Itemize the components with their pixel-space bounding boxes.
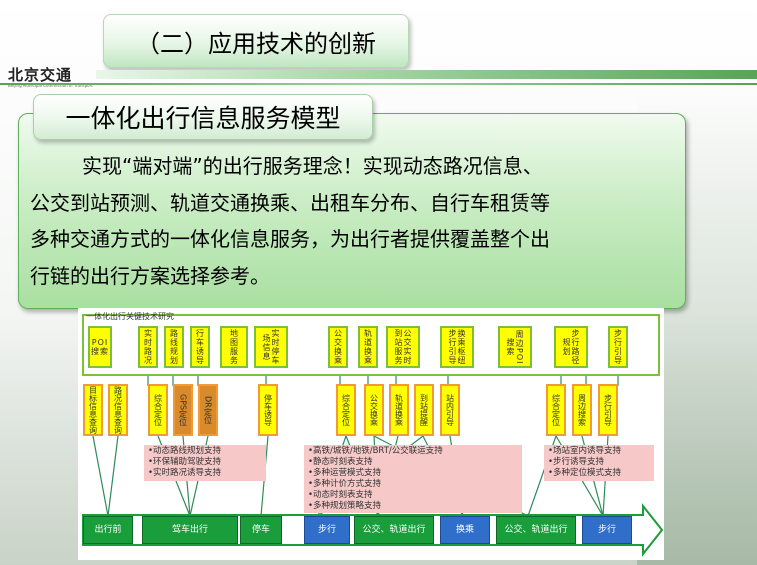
bus-transfer-mid-box: 公交换乘 — [364, 384, 384, 436]
paragraph-line: 多种交通方式的一体化信息服务，为出行者提供覆盖整个出 — [30, 227, 550, 251]
driving-stage: 驾车出行 — [142, 516, 238, 544]
walking-route-box: 步行路径规划 — [554, 326, 588, 368]
support-item: •环保辅助驾驶支持 — [148, 457, 222, 467]
header-divider — [96, 70, 757, 79]
walking-guide-box: 步行引导 — [608, 326, 628, 368]
description-paragraph: 实现“端对端”的出行服务理念！实现动态路况信息、 公交到站预测、轨道交通换乘、出… — [30, 148, 680, 294]
hub-walking-box: 换乘枢纽步行引导 — [440, 326, 474, 368]
support-item: •多种计价方式支持 — [308, 479, 382, 489]
section-title: （二）应用技术的创新 — [103, 14, 409, 68]
pre-trip-stage: 出行前 — [83, 516, 133, 544]
dr-positioning-box: DR定位 — [198, 384, 218, 436]
walking-stage: 步行 — [304, 516, 350, 544]
support-item: •多种运营模式支持 — [308, 468, 382, 478]
transit-support-list: •高铁/城铁/地铁/BRT/公交联运支持 •静态时刻表支持 •多种运营模式支持 … — [304, 445, 522, 513]
header-rule — [0, 83, 757, 85]
parking-stage: 停车 — [240, 516, 282, 544]
map-service-box: 地图服务 — [220, 326, 248, 368]
support-item: •实时路况诱导支持 — [148, 468, 222, 478]
support-item: •场站室内诱导支持 — [548, 446, 622, 456]
service-model-diagram: 一体化出行关键技术研究 POI搜索 实时路况 路线规划 行车诱导 地图服务 实时… — [78, 308, 664, 560]
support-item: •静态时刻表支持 — [308, 457, 373, 467]
paragraph-line: 行链的出行方案选择参考。 — [30, 263, 270, 288]
frame-title: 一体化出行关键技术研究 — [86, 312, 174, 321]
support-item: •动态时刻表支持 — [308, 490, 373, 500]
route-planning-box: 路线规划 — [164, 326, 184, 368]
walking-stage-2: 步行 — [582, 516, 632, 544]
realtime-traffic-box: 实时路况 — [138, 326, 158, 368]
walking-guide-mid-box: 步行引导 — [598, 384, 618, 436]
poi-search-box: POI搜索 — [88, 326, 112, 368]
driving-guidance-box: 行车诱导 — [190, 326, 210, 368]
parking-guidance-box: 停车诱导 — [258, 384, 278, 436]
nearby-poi-box: 周边POI搜索 — [498, 326, 532, 368]
bus-transfer-box: 公交换乘 — [328, 326, 348, 368]
support-item: •高铁/城铁/地铁/BRT/公交联运支持 — [308, 446, 443, 456]
subtitle: 一体化出行信息服务模型 — [33, 94, 373, 140]
driving-support-list: •动态路线规划支持 •环保辅助驾驶支持 •实时路况诱导支持 — [144, 445, 266, 481]
parking-info-box: 实时停车场信息 — [254, 326, 288, 368]
paragraph-line: 公交到站预测、轨道交通换乘、出租车分布、自行车租赁等 — [30, 190, 550, 215]
support-item: •步行诱导支持 — [548, 457, 605, 467]
bus-arrival-box: 公交实时到站服务 — [386, 326, 420, 368]
gps-positioning-box: GPS定位 — [173, 384, 193, 436]
target-query-box: 目标信息查询 — [83, 384, 103, 436]
support-item: •多种规划策略支持 — [308, 501, 382, 511]
rail-transfer-mid-box: 轨道换乘 — [389, 384, 409, 436]
logo-text: 北京交通 — [8, 66, 73, 84]
support-item: •动态路线规划支持 — [148, 446, 222, 456]
nearby-search-box: 周边搜索 — [572, 384, 592, 436]
support-item: •多种定位模式支持 — [548, 468, 622, 478]
traffic-query-box: 路况信息查询 — [108, 384, 128, 436]
rail-transfer-box: 轨道换乘 — [358, 326, 378, 368]
logo-subtext: Beijing Municipal Commission of Transpor… — [8, 83, 93, 88]
transit-stage: 公交、轨道出行 — [354, 516, 434, 544]
logo: 北京交通 Beijing Municipal Commission of Tra… — [8, 64, 98, 88]
paragraph-line: 实现“端对端”的出行服务理念！实现动态路况信息、 — [82, 154, 543, 178]
arrival-alert-box: 到站提醒 — [414, 384, 434, 436]
transit-stage-2: 公交、轨道出行 — [496, 516, 576, 544]
walking-support-list: •场站室内诱导支持 •步行诱导支持 •多种定位模式支持 — [544, 445, 654, 481]
station-guide-box: 站内引导 — [440, 384, 460, 436]
content-panel — [18, 113, 686, 309]
integrated-positioning-box-3: 综合定位 — [546, 384, 566, 436]
integrated-positioning-box: 综合定位 — [148, 384, 168, 436]
integrated-positioning-box-2: 综合定位 — [336, 384, 356, 436]
transfer-stage: 换乘 — [440, 516, 490, 544]
